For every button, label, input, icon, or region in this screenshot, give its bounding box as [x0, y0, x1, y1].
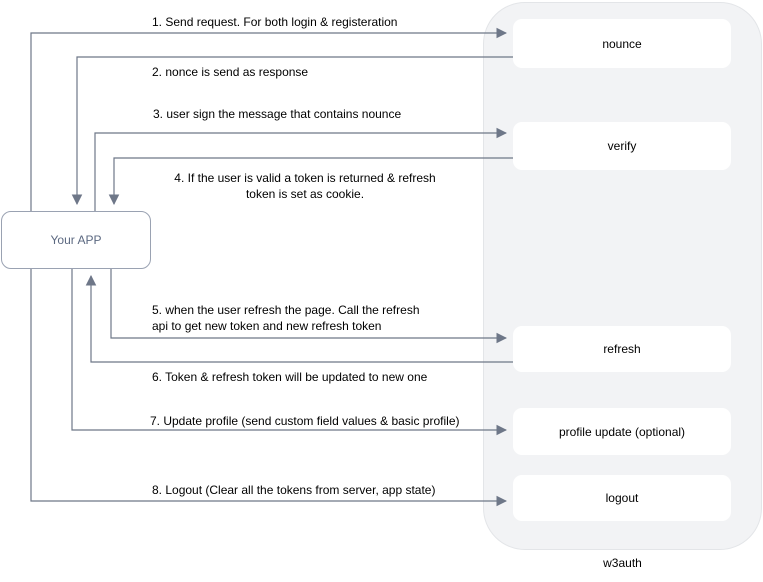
- endpoint-refresh: refresh: [513, 326, 731, 372]
- message-label-7: 7. Update profile (send custom field val…: [150, 414, 460, 428]
- your-app-label: Your APP: [50, 233, 102, 247]
- connector-3-sign-message: [94, 127, 508, 211]
- message-label-5-line-1: 5. when the user refresh the page. Call …: [152, 303, 420, 317]
- connector-4-token-returned: [108, 157, 513, 206]
- your-app-node: Your APP: [1, 211, 151, 269]
- message-label-2: 2. nonce is send as response: [152, 65, 309, 79]
- w3auth-label: w3auth: [603, 556, 642, 570]
- connector-1-send-request: [30, 27, 508, 211]
- message-label-5: 5. when the user refresh the page. Call …: [152, 302, 420, 334]
- endpoint-refresh-label: refresh: [603, 342, 641, 356]
- message-label-4-line-1: 4. If the user is valid a token is retur…: [174, 171, 436, 185]
- endpoint-verify-label: verify: [607, 139, 637, 153]
- endpoint-nounce-label: nounce: [602, 36, 642, 51]
- connector-8-logout: [30, 269, 508, 507]
- endpoint-nounce: nounce: [513, 19, 731, 68]
- connector-2-nonce-response: [71, 56, 513, 206]
- message-label-4: 4. If the user is valid a token is retur…: [140, 170, 470, 202]
- endpoint-verify: verify: [513, 122, 731, 170]
- message-label-4-line-2: token is set as cookie.: [245, 187, 365, 201]
- message-label-5-line-2: api to get new token and new refresh tok…: [152, 319, 382, 333]
- endpoint-logout-label: logout: [605, 491, 639, 505]
- connector-6-token-updated: [85, 274, 513, 363]
- endpoint-profile-update: profile update (optional): [513, 408, 731, 455]
- connector-5-call-refresh: [110, 269, 508, 344]
- message-label-6: 6. Token & refresh token will be updated…: [152, 370, 428, 384]
- connector-7-update-profile: [71, 269, 508, 436]
- endpoint-profile-update-label: profile update (optional): [558, 424, 686, 439]
- endpoint-logout: logout: [513, 475, 731, 521]
- message-label-1: 1. Send request. For both login & regist…: [152, 15, 398, 29]
- message-label-8: 8. Logout (Clear all the tokens from ser…: [152, 483, 436, 497]
- w3auth-container: [483, 2, 762, 550]
- message-label-3: 3. user sign the message that contains n…: [153, 107, 402, 121]
